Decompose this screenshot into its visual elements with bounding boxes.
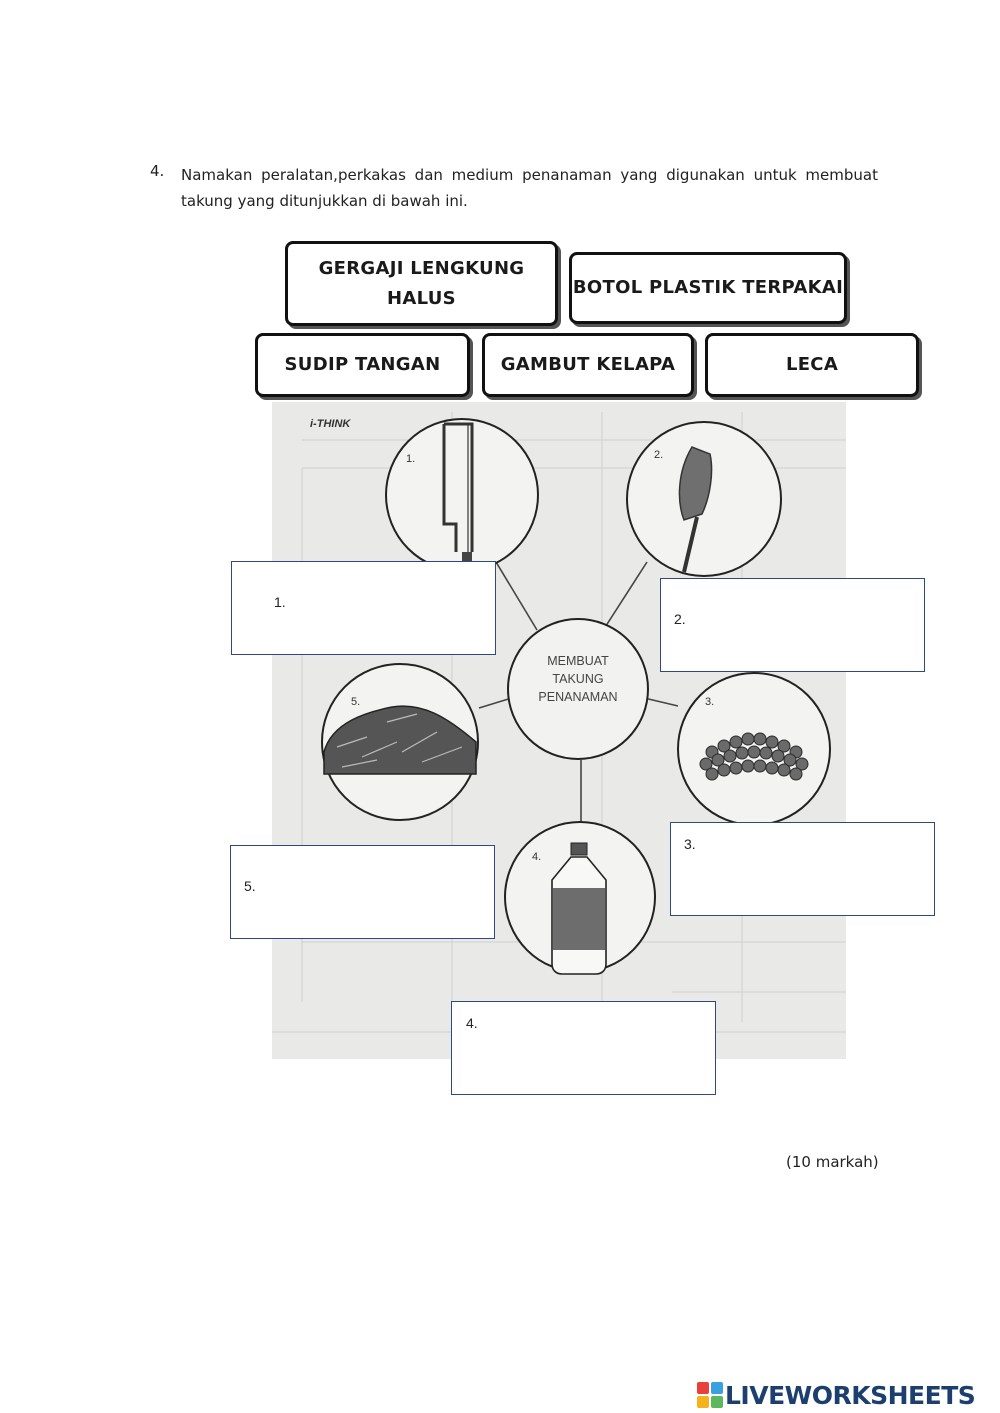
answer-label-5: 5. [244, 878, 256, 894]
logo-mark-icon [697, 1382, 723, 1408]
center-text-line-3: PENANAMAN [538, 690, 617, 704]
logo-square [697, 1382, 709, 1394]
word-bank-text: HALUS [387, 287, 456, 309]
marks-text: (10 markah) [786, 1153, 879, 1171]
answer-box-1[interactable]: 1. [231, 561, 496, 655]
answer-label-2: 2. [674, 611, 686, 627]
word-bank-card-gambut: GAMBUT KELAPA [482, 333, 694, 397]
answer-label-3: 3. [684, 836, 696, 852]
logo-square [711, 1396, 723, 1408]
liveworksheets-logo: LIVEWORKSHEETS [697, 1378, 976, 1412]
circle-2-number: 2. [654, 449, 663, 461]
circle-4-number: 4. [532, 851, 541, 863]
circle-1 [385, 418, 539, 572]
center-text-line-2: TAKUNG [552, 672, 603, 686]
coconut-peat-icon [323, 705, 477, 775]
diagram-svg: MEMBUAT TAKUNG PENANAMAN i-THINK 1. 2. 5… [272, 412, 846, 1033]
circle-5-number: 5. [351, 696, 360, 708]
leca-balls-icon [699, 732, 809, 781]
word-bank-card-leca: LECA [705, 333, 919, 397]
ithink-header: i-THINK [310, 418, 351, 430]
logo-text: LIVEWORKSHEETS [725, 1380, 976, 1410]
logo-square [711, 1382, 723, 1394]
ithink-diagram: MEMBUAT TAKUNG PENANAMAN i-THINK 1. 2. 5… [272, 402, 846, 1059]
word-bank-card-sudip: SUDIP TANGAN [255, 333, 470, 397]
center-circle [507, 618, 649, 760]
answer-box-2[interactable]: 2. [660, 578, 925, 672]
circle-3-number: 3. [705, 696, 714, 708]
logo-square [697, 1396, 709, 1408]
word-bank-text: BOTOL PLASTIK TERPAKAI [572, 277, 844, 298]
answer-label-4: 4. [466, 1015, 478, 1031]
word-bank-card-gergaji: GERGAJI LENGKUNG HALUS [285, 241, 558, 326]
word-bank-card-botol: BOTOL PLASTIK TERPAKAI [569, 252, 847, 324]
word-bank-text: LECA [785, 354, 839, 375]
answer-box-4[interactable]: 4. [451, 1001, 716, 1095]
answer-box-5[interactable]: 5. [230, 845, 495, 939]
question-number: 4. [150, 162, 165, 180]
hand-trowel-icon [678, 446, 713, 573]
word-bank-text: GERGAJI LENGKUNG [318, 257, 525, 279]
answer-box-3[interactable]: 3. [670, 822, 935, 916]
word-bank-text: SUDIP TANGAN [284, 354, 441, 375]
word-bank-text: GAMBUT KELAPA [500, 354, 676, 375]
question-text: Namakan peralatan,perkakas dan medium pe… [181, 166, 878, 210]
circle-1-number: 1. [406, 453, 415, 465]
coping-saw-icon [442, 422, 474, 552]
answer-label-1: 1. [274, 594, 286, 610]
plastic-bottle-icon [551, 842, 607, 975]
center-text-line-1: MEMBUAT [547, 654, 609, 668]
